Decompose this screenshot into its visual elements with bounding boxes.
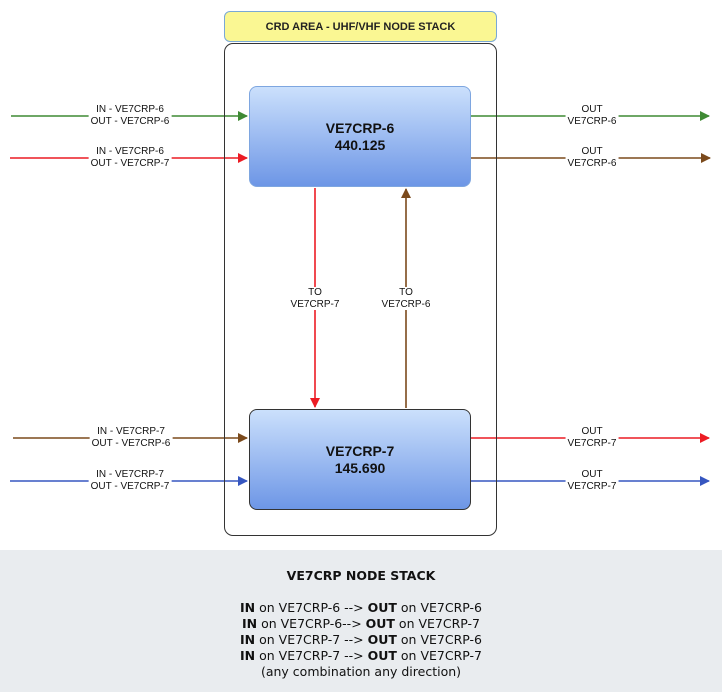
node-name: VE7CRP-7	[325, 442, 395, 459]
node-ve7crp-7[interactable]: VE7CRP-7 145.690	[249, 409, 471, 510]
caption-lines: IN on VE7CRP-6 --> OUT on VE7CRP-6 IN on…	[0, 600, 722, 680]
node-frequency: 145.690	[334, 459, 386, 476]
node-ve7crp-6[interactable]: VE7CRP-6 440.125	[249, 86, 471, 187]
area-label: CRD AREA - UHF/VHF NODE STACK	[224, 11, 497, 42]
node-frequency: 440.125	[334, 136, 386, 153]
diagram-canvas: CRD AREA - UHF/VHF NODE STACK VE7CRP-6 4…	[10, 11, 711, 536]
caption-line: IN on VE7CRP-6 --> OUT on VE7CRP-6	[240, 600, 482, 615]
caption-line: IN on VE7CRP-6--> OUT on VE7CRP-7	[241, 616, 481, 631]
caption-line: IN on VE7CRP-7 --> OUT on VE7CRP-7	[240, 648, 482, 663]
node-name: VE7CRP-6	[325, 119, 395, 136]
caption-line: IN on VE7CRP-7 --> OUT on VE7CRP-6	[240, 632, 482, 647]
caption-title: VE7CRP NODE STACK	[286, 568, 436, 583]
node-stack-frame	[224, 43, 497, 536]
caption-note: (any combination any direction)	[260, 664, 462, 679]
caption-panel: VE7CRP NODE STACK IN on VE7CRP-6 --> OUT…	[0, 550, 722, 692]
